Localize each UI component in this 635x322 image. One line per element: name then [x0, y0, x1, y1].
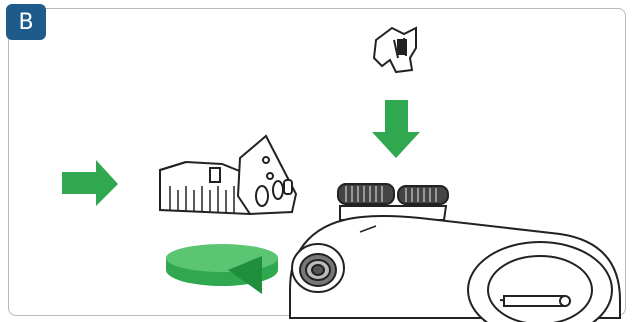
rotate-arrow-icon: [166, 244, 278, 294]
measuring-gauge: [160, 136, 296, 214]
arrow-down-icon: [372, 100, 420, 158]
cylinder-housing: [290, 216, 620, 322]
clip-part: [374, 28, 416, 72]
arrow-right-icon: [62, 160, 118, 206]
threaded-rods: [338, 184, 448, 220]
